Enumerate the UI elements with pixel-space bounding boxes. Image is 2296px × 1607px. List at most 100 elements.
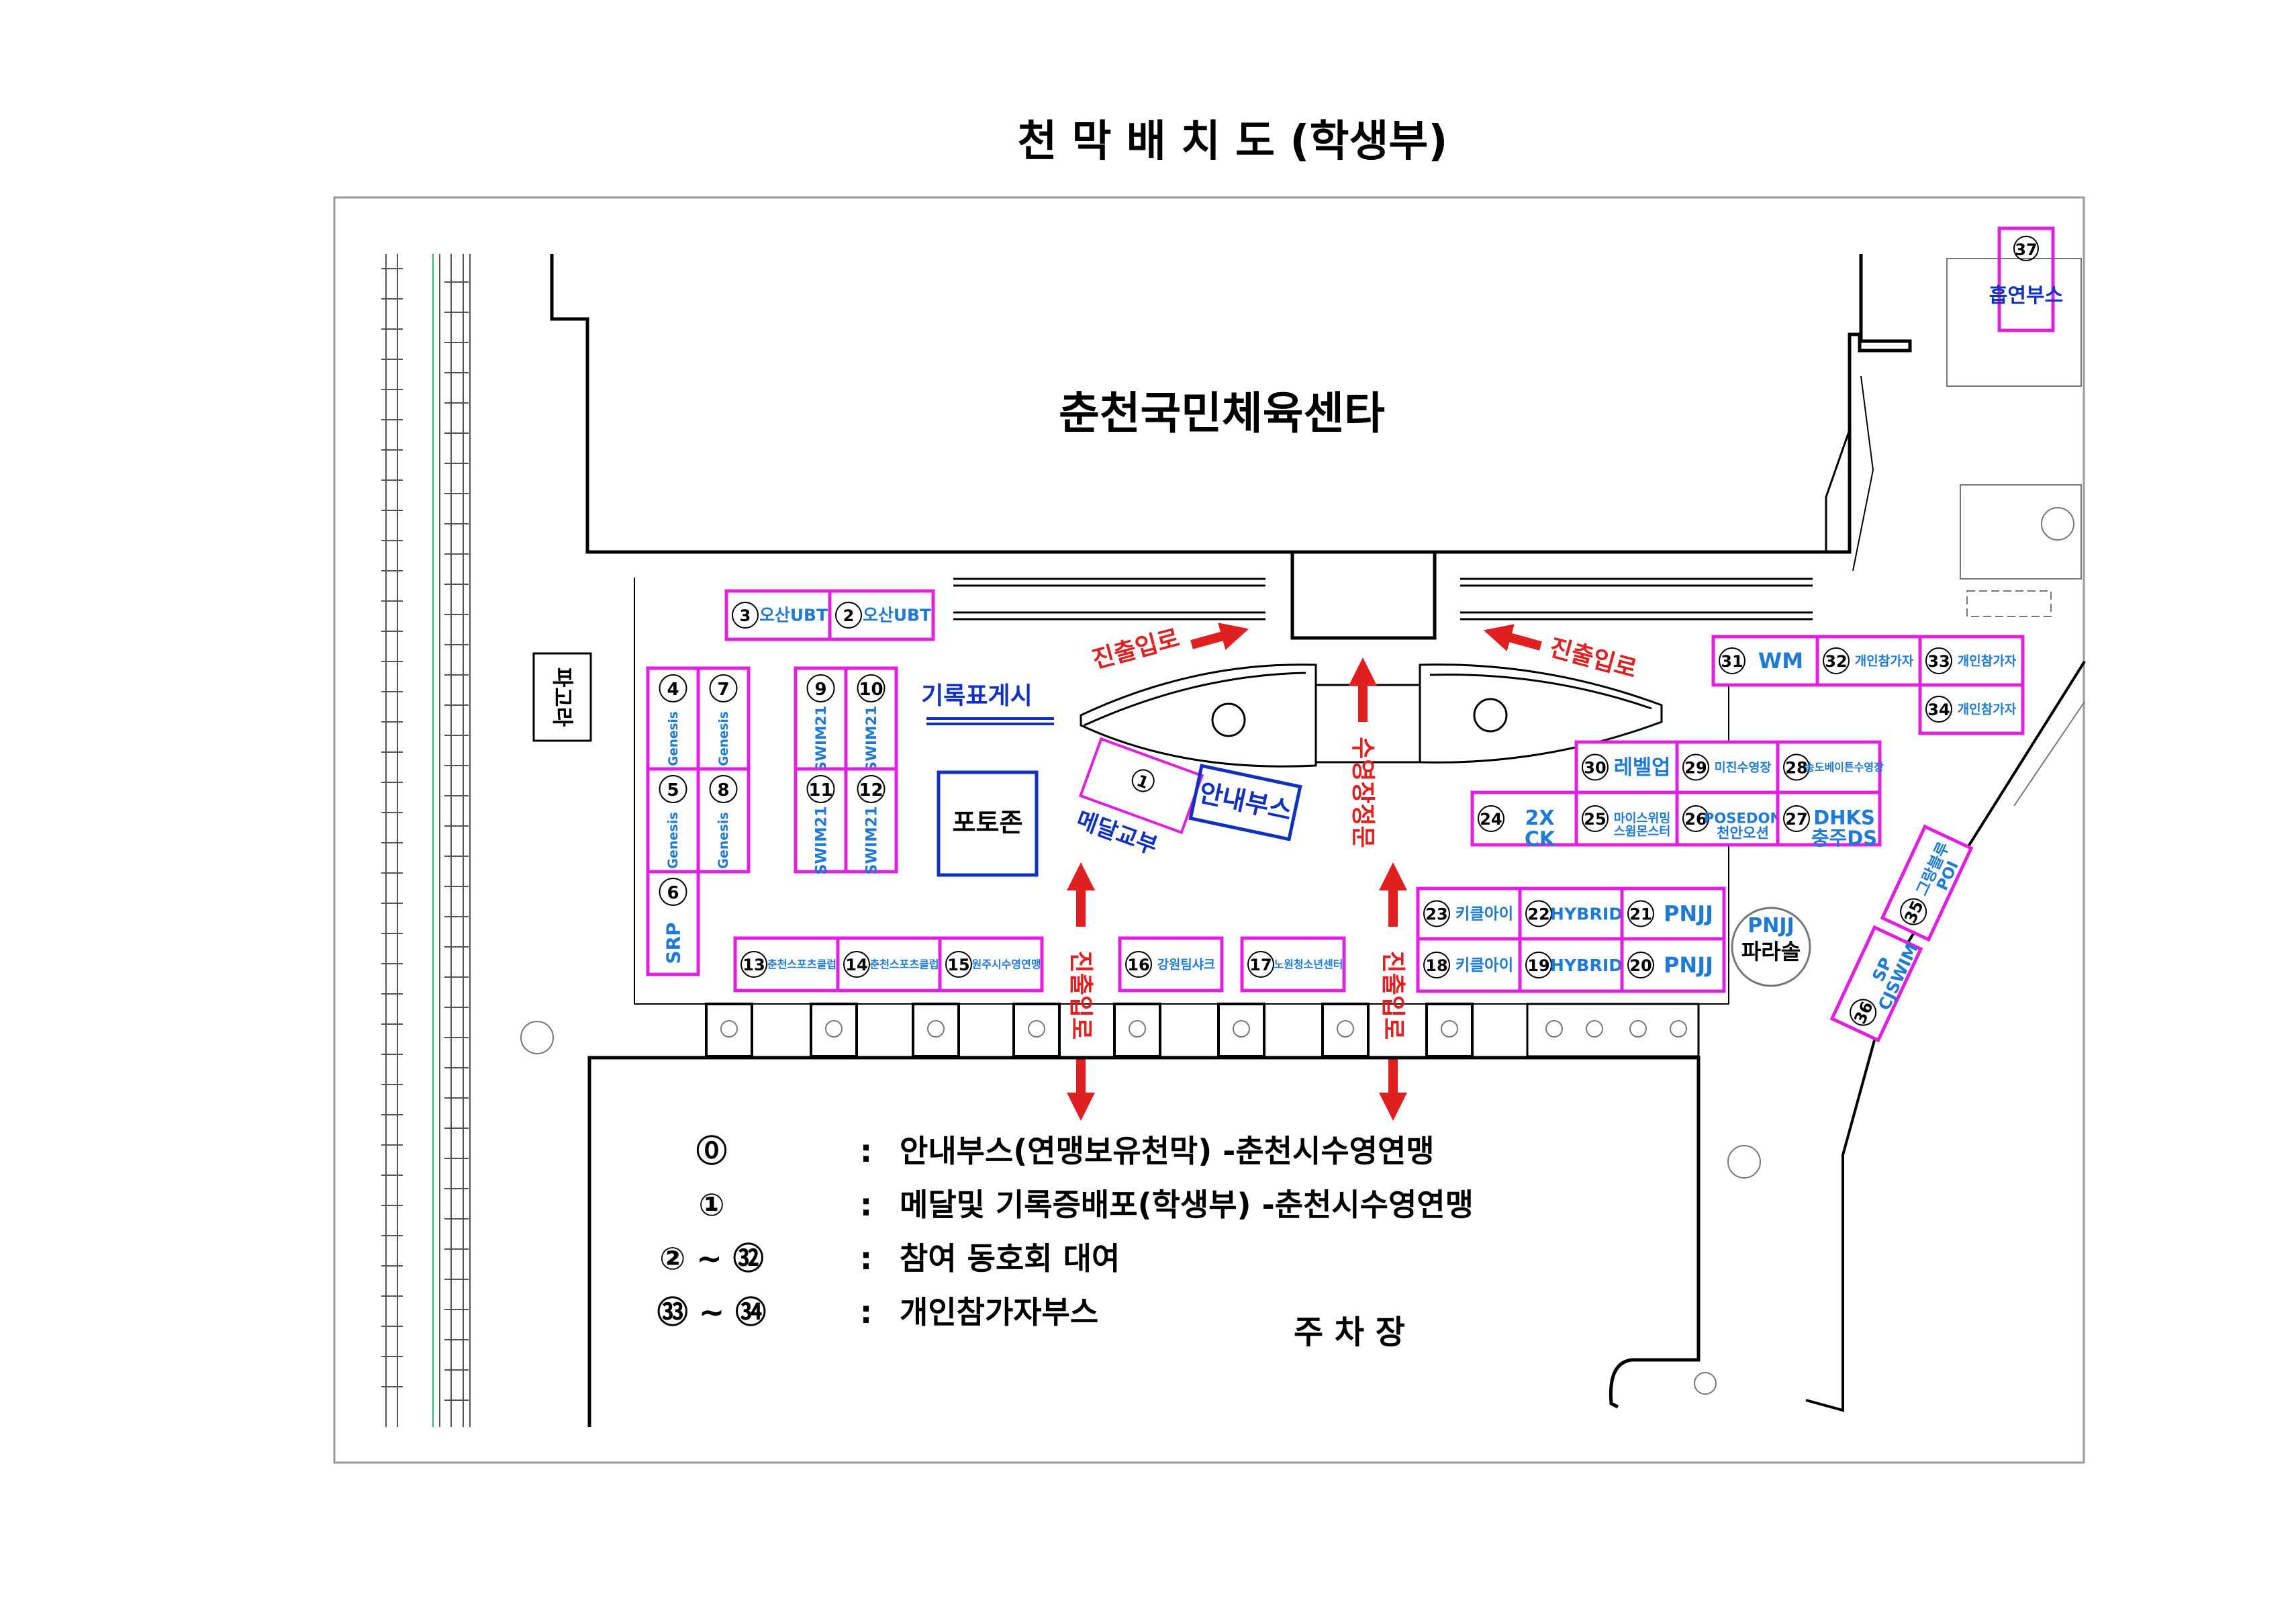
booth-number-badge	[1682, 805, 1709, 832]
legend-text: 참여 동호회 대여	[900, 1240, 1120, 1277]
booth-number-badge	[732, 602, 759, 629]
booth-number: 22	[1527, 905, 1549, 924]
booth-number: 23	[1425, 905, 1447, 924]
booth-number: 5	[667, 780, 679, 800]
booth-number: 16	[1127, 956, 1149, 974]
booth-name: 미진수영장	[1715, 761, 1772, 775]
booth-number-badge	[659, 775, 687, 803]
booth-number-badge	[806, 775, 835, 803]
booth-name: 춘천스포츠클럽	[869, 958, 939, 971]
booth-number-badge	[806, 674, 835, 702]
booth-number: 12	[859, 780, 883, 800]
booth-number-badge	[1423, 900, 1450, 927]
legend-separator: :	[860, 1187, 872, 1223]
guide-rails	[953, 578, 1813, 621]
booth-number-badge	[709, 674, 738, 702]
booth-number: 21	[1629, 905, 1652, 924]
booth-name: 송도베이튼수영장	[1805, 761, 1884, 774]
legend-text: 개인참가자부스	[900, 1294, 1098, 1330]
booth-name: Genesis	[665, 812, 681, 869]
legend-key: ⓪	[696, 1133, 727, 1169]
parking-label: 주 차 장	[1294, 1314, 1405, 1351]
booth-name: 춘천스포츠클럽	[767, 958, 836, 971]
legend-text: 메달및 기록증배포(학생부) -춘천시수영연맹	[900, 1187, 1474, 1223]
booth-number: 27	[1785, 810, 1807, 829]
booth-number-badge	[659, 878, 687, 906]
booth-number: 17	[1249, 956, 1272, 974]
booth-name: 키클아이	[1455, 956, 1513, 974]
svg-text:파라솔: 파라솔	[1741, 939, 1801, 964]
booth-number-badge	[1247, 951, 1274, 978]
legend-key: ①	[699, 1187, 725, 1223]
booth-name: Genesis	[717, 711, 731, 766]
booth-name: 개인참가자	[1958, 654, 2017, 669]
legend-separator: :	[860, 1294, 872, 1330]
booth-number-badge	[1525, 952, 1552, 978]
booth-number-badge	[945, 951, 972, 978]
booth-number-badge	[1627, 900, 1654, 927]
svg-text:파고라: 파고라	[550, 668, 575, 727]
booth-number: 28	[1785, 759, 1807, 778]
fountains	[1080, 663, 1663, 768]
booth-number-badge	[1525, 900, 1552, 927]
booth-number: 33	[1927, 652, 1950, 671]
booth-number: 7	[717, 680, 729, 700]
booth-name: 레벨업	[1614, 756, 1671, 780]
booth-number-badge	[1125, 951, 1152, 978]
booth-name: WM	[1758, 648, 1803, 674]
exit-left-label: 진출입로	[1067, 951, 1094, 1040]
svg-text:PNJJ: PNJJ	[1748, 914, 1794, 937]
entrance-block	[1290, 550, 1437, 640]
booth-number: 11	[808, 780, 832, 800]
booth-number: 32	[1825, 652, 1847, 671]
booth-name: HYBRID	[1550, 904, 1623, 923]
parasol: PNJJ 파라솔	[1731, 907, 1811, 987]
booth-number-badge	[1423, 952, 1450, 978]
booth-name: 오산UBT	[863, 606, 931, 625]
map-frame	[333, 196, 2085, 1464]
booth-number: 3	[740, 606, 751, 625]
booth-number-badge	[1925, 696, 1952, 723]
tree-planters	[705, 1003, 1700, 1058]
booth-number: 6	[667, 883, 679, 903]
page-title: 천 막 배 치 도 (학생부)	[1018, 117, 1448, 167]
booth-number: 10	[859, 680, 883, 700]
booth-number-badge	[835, 602, 862, 629]
svg-text:포토존: 포토존	[953, 808, 1023, 837]
booth-number: 13	[743, 956, 765, 974]
svg-text:안내부스: 안내부스	[1196, 778, 1294, 826]
booth-name: SWIM21	[863, 806, 880, 874]
booth-number: 18	[1425, 956, 1447, 975]
booth-number-badge	[843, 951, 870, 978]
booth-name: HYBRID	[1550, 956, 1623, 975]
booth-name: Genesis	[716, 812, 731, 869]
booth-number-badge	[1850, 999, 1877, 1026]
booth-number-badge	[1478, 805, 1504, 832]
booth-name: PNJJ	[1664, 952, 1713, 978]
legend-key: ㉝ ~ ㉞	[657, 1294, 767, 1330]
booth-number-badge	[857, 775, 886, 803]
